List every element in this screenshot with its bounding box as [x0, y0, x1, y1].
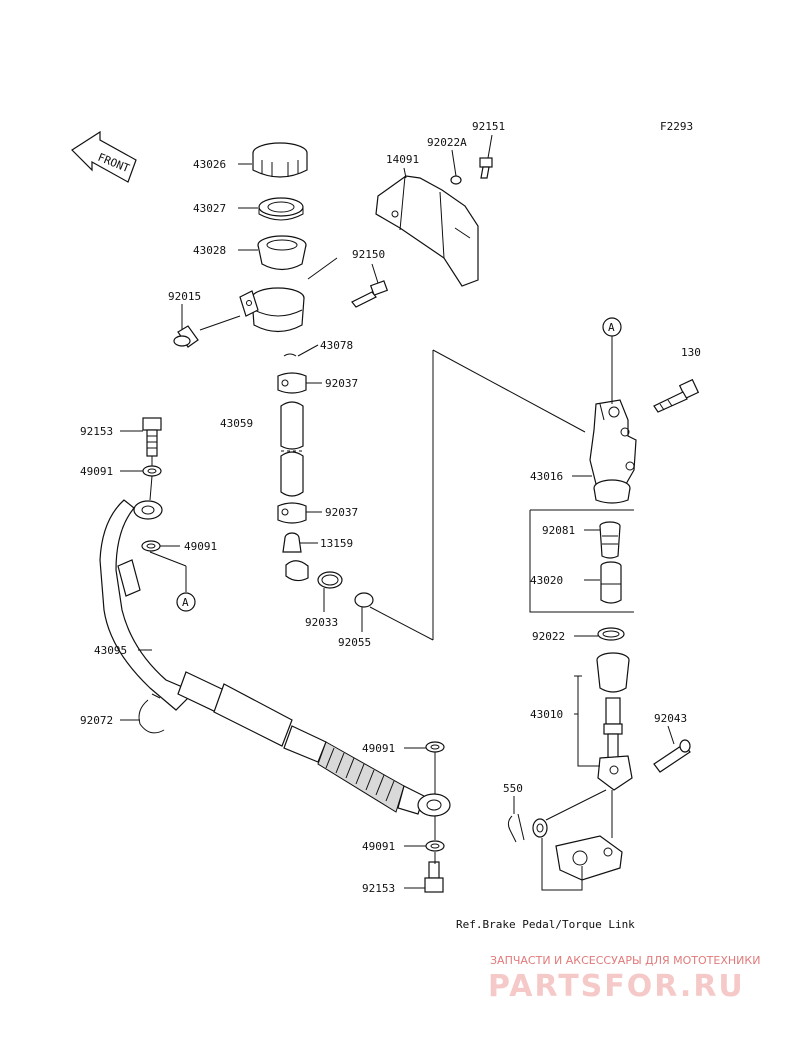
part-label: 92043	[654, 712, 687, 725]
part-label: 43026	[193, 158, 226, 171]
reference-note: Ref.Brake Pedal/Torque Link	[456, 918, 635, 931]
part-label: 49091	[362, 742, 395, 755]
part-label: 130	[681, 346, 701, 359]
hose-fitting-drawing	[173, 325, 199, 348]
circlip-mc-drawing	[597, 627, 625, 641]
washer-drawing	[450, 175, 462, 185]
part-label: 92015	[168, 290, 201, 303]
hose-clamp-lower-drawing	[277, 502, 307, 524]
cover-bolt-drawing	[479, 157, 493, 179]
part-label: 92022	[532, 630, 565, 643]
diaphragm-drawing	[257, 235, 307, 271]
part-label: 92151	[472, 120, 505, 133]
part-label: 43016	[530, 470, 563, 483]
part-label: 92037	[325, 377, 358, 390]
watermark-brand: PARTSFOR.RU	[488, 969, 745, 1004]
marker-a-lower: A	[176, 592, 196, 612]
master-cylinder-drawing	[589, 399, 637, 504]
part-label: 92037	[325, 506, 358, 519]
copper-washer-lower-b-drawing	[425, 840, 445, 852]
copper-washer-mid-drawing	[141, 540, 161, 552]
cotter-pin-drawing	[507, 813, 525, 843]
o-ring-drawing	[354, 592, 374, 608]
banjo-bottom-drawing	[417, 793, 451, 817]
clip-drawing	[283, 353, 297, 357]
reservoir-hose-drawing	[280, 401, 304, 497]
part-label: 43095	[94, 644, 127, 657]
piston-drawing	[600, 561, 622, 604]
part-label: 92150	[352, 248, 385, 261]
reservoir-drawing	[239, 287, 305, 333]
reservoir-screw-drawing	[351, 280, 389, 308]
part-label: 43078	[320, 339, 353, 352]
diaphragm-plate-drawing	[258, 197, 304, 221]
torque-link-drawing	[555, 835, 623, 881]
part-label: 92022A	[427, 136, 467, 149]
banjo-bolt-bottom-drawing	[424, 861, 444, 893]
clevis-pin-drawing	[653, 739, 691, 773]
part-label: 49091	[184, 540, 217, 553]
svg-text:A: A	[608, 321, 615, 334]
watermark-tagline: ЗАПЧАСТИ И АКСЕССУАРЫ ДЛЯ МОТОТЕХНИКИ	[490, 954, 760, 967]
part-label: 14091	[386, 153, 419, 166]
banjo-top-drawing	[133, 500, 163, 520]
part-label: 92033	[305, 616, 338, 629]
reservoir-cover-drawing	[375, 175, 479, 287]
master-cylinder-bolt-drawing	[653, 378, 700, 413]
part-label: 43059	[220, 417, 253, 430]
part-label: 92153	[362, 882, 395, 895]
check-valve-drawing	[599, 521, 621, 559]
part-label: 92072	[80, 714, 113, 727]
front-arrow-icon: FRONT	[71, 130, 137, 183]
brake-hose-drawing	[99, 499, 425, 815]
copper-washer-lower-a-drawing	[425, 741, 445, 753]
part-label: 43027	[193, 202, 226, 215]
part-label: 43020	[530, 574, 563, 587]
part-label: 13159	[320, 537, 353, 550]
svg-text:A: A	[182, 596, 189, 609]
hose-clamp-upper-drawing	[277, 372, 307, 394]
circlip-drawing	[317, 571, 343, 589]
banjo-bolt-top-drawing	[142, 417, 162, 457]
part-label: 550	[503, 782, 523, 795]
dust-boot-drawing	[596, 652, 630, 693]
figure-code: F2293	[660, 120, 693, 133]
part-label: 43010	[530, 708, 563, 721]
hose-clamp-drawing	[138, 693, 165, 734]
reservoir-cap-drawing	[252, 142, 308, 178]
washer-pedal-drawing	[532, 818, 548, 838]
part-label: 92081	[542, 524, 575, 537]
push-rod-drawing	[597, 697, 633, 791]
reservoir-connector-drawing	[282, 532, 309, 582]
part-label: 49091	[80, 465, 113, 478]
marker-a-upper: A	[602, 317, 622, 337]
part-label: 49091	[362, 840, 395, 853]
part-label: 92055	[338, 636, 371, 649]
part-label: 92153	[80, 425, 113, 438]
copper-washer-top-drawing	[142, 465, 162, 477]
part-label: 43028	[193, 244, 226, 257]
